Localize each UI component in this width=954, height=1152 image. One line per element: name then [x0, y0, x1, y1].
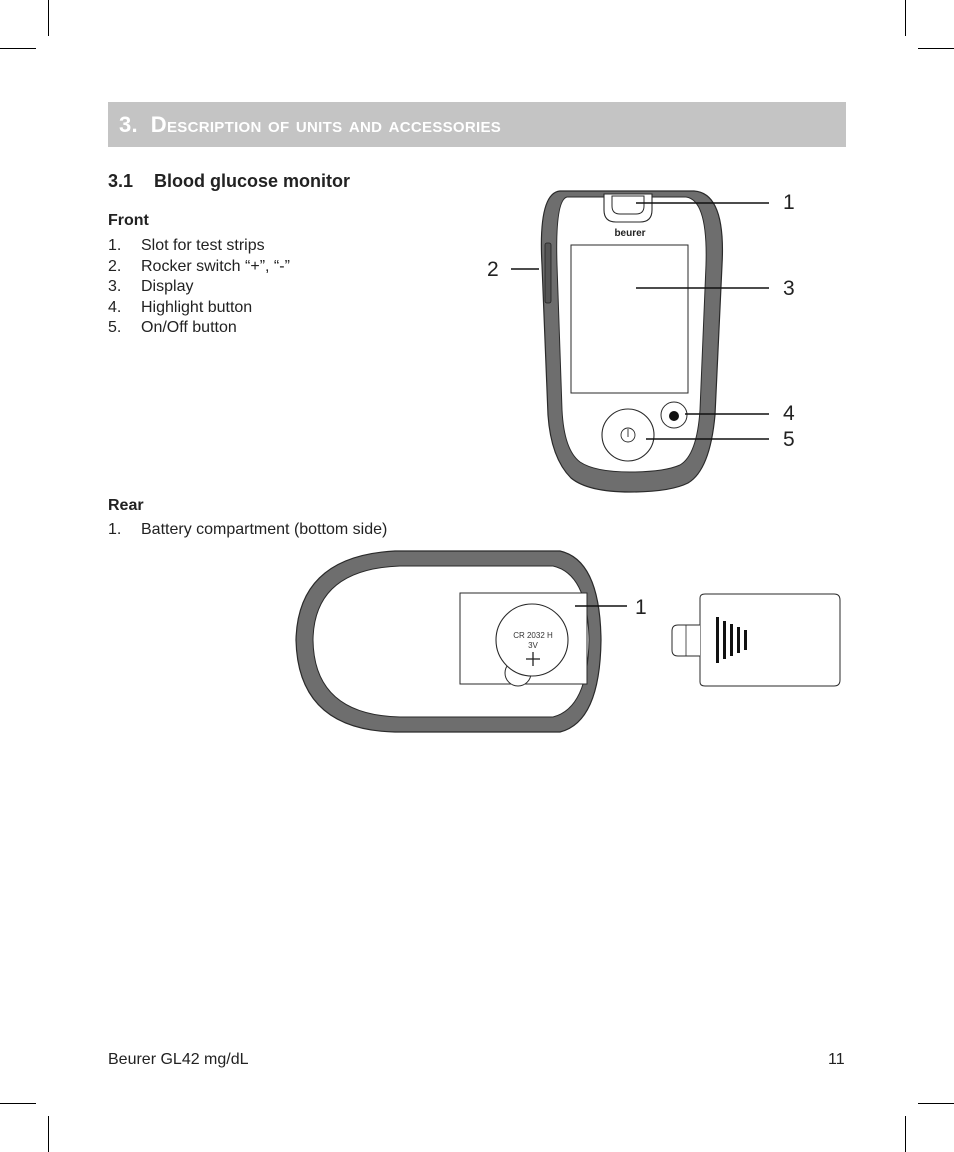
callout-2: 2	[487, 258, 499, 281]
crop-mark	[0, 48, 36, 49]
callout-rear-1: 1	[635, 596, 647, 619]
item-number: 1.	[108, 237, 122, 254]
list-item: 3. Display	[108, 277, 290, 298]
item-label: Rocker switch “+”, “-”	[141, 257, 290, 275]
callout-4: 4	[783, 402, 795, 425]
section-title-text: Description of units and accessories	[150, 112, 502, 137]
section-number: 3.	[119, 112, 138, 137]
section-banner: 3. Description of units and accessories	[108, 102, 846, 147]
crop-mark	[48, 0, 49, 36]
battery-voltage-label: 3V	[528, 641, 538, 650]
crop-mark	[918, 1103, 954, 1104]
device-body: beurer	[540, 190, 724, 493]
list-item: 1. Slot for test strips	[108, 236, 290, 257]
item-label: Highlight button	[141, 298, 253, 316]
leader-lines	[511, 202, 769, 440]
coin-battery	[495, 603, 569, 677]
crop-mark	[0, 1103, 36, 1104]
display-screen	[570, 244, 689, 394]
section-title: 3. Description of units and accessories	[119, 112, 501, 138]
callout-1: 1	[783, 191, 795, 214]
subsection-number: 3.1	[108, 171, 134, 191]
crop-mark	[48, 1116, 49, 1152]
front-heading: Front	[108, 212, 149, 229]
item-label: Slot for test strips	[141, 237, 265, 254]
item-number: 4.	[108, 298, 122, 316]
brand-logo: beurer	[614, 228, 645, 239]
item-label: Display	[141, 278, 194, 295]
item-label: Battery compartment (bottom side)	[141, 521, 388, 538]
page-number: 11	[828, 1051, 845, 1068]
subsection-title: Blood glucose monitor	[154, 171, 350, 191]
subsection-heading: 3.1 Blood glucose monitor	[108, 171, 350, 192]
list-item: 1. Battery compartment (bottom side)	[108, 520, 387, 541]
crop-mark	[905, 1116, 906, 1152]
battery-cover	[671, 593, 841, 687]
crop-mark	[905, 0, 906, 36]
item-number: 3.	[108, 278, 122, 295]
battery-type-label: CR 2032 H	[513, 631, 553, 640]
list-item: 5. On/Off button	[108, 318, 290, 339]
rear-parts-list: 1. Battery compartment (bottom side)	[108, 520, 387, 541]
item-number: 1.	[108, 521, 122, 538]
list-item: 4. Highlight button	[108, 298, 290, 319]
rear-heading: Rear	[108, 497, 144, 514]
list-item: 2. Rocker switch “+”, “-”	[108, 257, 290, 278]
grip-ridges-icon	[716, 617, 747, 663]
device-back: CR 2032 H 3V	[295, 550, 602, 733]
item-number: 5.	[108, 319, 122, 336]
callout-5: 5	[783, 428, 795, 451]
footer-product: Beurer GL42 mg/dL	[108, 1051, 249, 1068]
callout-3: 3	[783, 277, 795, 300]
item-number: 2.	[108, 257, 122, 275]
front-parts-list: 1. Slot for test strips 2. Rocker switch “…	[108, 236, 290, 339]
crop-mark	[918, 48, 954, 49]
apple-icon	[669, 411, 679, 421]
item-label: On/Off button	[141, 319, 237, 336]
